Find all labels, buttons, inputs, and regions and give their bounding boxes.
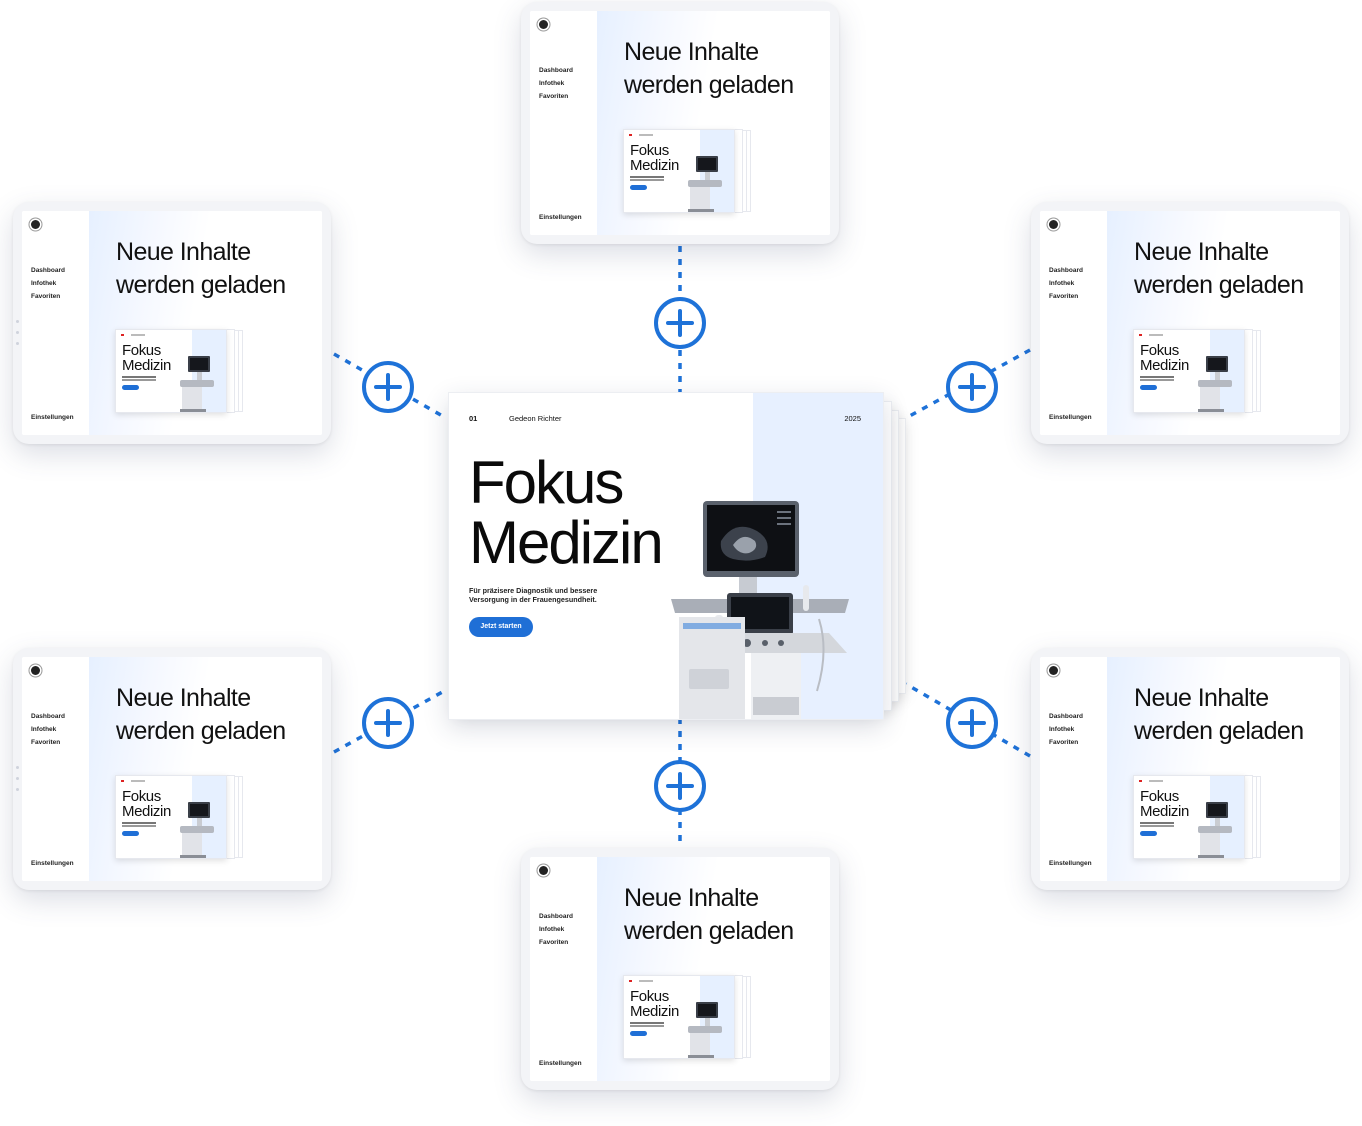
tablet-sidebar: Dashboard Infothek Favoriten Einstellung… — [1040, 657, 1107, 881]
ultrasound-machine-image — [1198, 802, 1232, 858]
ultrasound-machine-image — [688, 1002, 722, 1058]
ultrasound-machine-image — [180, 802, 214, 858]
plus-icon — [374, 373, 402, 401]
nav-item-infothek[interactable]: Infothek — [1049, 726, 1075, 733]
plus-icon — [958, 373, 986, 401]
nav-item-dashboard[interactable]: Dashboard — [31, 267, 65, 274]
ultrasound-machine-image — [688, 156, 722, 212]
tablet-upper-left[interactable]: Dashboard Infothek Favoriten Einstellung… — [13, 202, 331, 444]
logo-icon — [539, 20, 548, 29]
start-button[interactable]: Jetzt starten — [469, 617, 533, 637]
tablet-lower-left[interactable]: Dashboard Infothek Favoriten Einstellung… — [13, 648, 331, 890]
nav-item-favoriten[interactable]: Favoriten — [539, 93, 569, 100]
logo-icon — [539, 866, 548, 875]
nav-item-infothek[interactable]: Infothek — [31, 280, 57, 287]
add-node-lower-right[interactable] — [946, 697, 998, 749]
ultrasound-machine-image — [1198, 356, 1232, 412]
year-label: 2025 — [844, 414, 861, 423]
author-name: Gedeon Richter — [509, 414, 562, 423]
nav-item-settings[interactable]: Einstellungen — [539, 214, 582, 221]
thumbnail-button — [122, 385, 139, 390]
add-node-lower-left[interactable] — [362, 697, 414, 749]
nav-item-favoriten[interactable]: Favoriten — [31, 293, 61, 300]
logo-icon — [1049, 666, 1058, 675]
thumbnail-button — [1140, 385, 1157, 390]
thumbnail-button — [1140, 831, 1157, 836]
ultrasound-machine-image — [671, 501, 849, 719]
nav-item-favoriten[interactable]: Favoriten — [1049, 293, 1079, 300]
page-number: 01 — [469, 414, 478, 423]
nav-item-settings[interactable]: Einstellungen — [1049, 414, 1092, 421]
thumbnail-button — [122, 831, 139, 836]
tablet-sidebar: Dashboard Infothek Favoriten Einstellung… — [22, 211, 89, 435]
nav-item-dashboard[interactable]: Dashboard — [539, 913, 573, 920]
add-node-upper-left[interactable] — [362, 361, 414, 413]
tablet-top[interactable]: Dashboard Infothek Favoriten Einstellung… — [521, 2, 839, 244]
tablet-upper-right[interactable]: Dashboard Infothek Favoriten Einstellung… — [1031, 202, 1349, 444]
tablet-lower-right[interactable]: Dashboard Infothek Favoriten Einstellung… — [1031, 648, 1349, 890]
thumbnail-button — [630, 1031, 647, 1036]
nav-item-dashboard[interactable]: Dashboard — [1049, 267, 1083, 274]
nav-item-favoriten[interactable]: Favoriten — [1049, 739, 1079, 746]
tablet-sidebar: Dashboard Infothek Favoriten Einstellung… — [530, 857, 597, 1081]
logo-icon — [31, 666, 40, 675]
nav-item-favoriten[interactable]: Favoriten — [539, 939, 569, 946]
tablet-bottom[interactable]: Dashboard Infothek Favoriten Einstellung… — [521, 848, 839, 1090]
tablet-sidebar: Dashboard Infothek Favoriten Einstellung… — [530, 11, 597, 235]
nav-item-infothek[interactable]: Infothek — [31, 726, 57, 733]
tablet-sidebar: Dashboard Infothek Favoriten Einstellung… — [1040, 211, 1107, 435]
logo-icon — [1049, 220, 1058, 229]
nav-item-infothek[interactable]: Infothek — [539, 926, 565, 933]
nav-item-settings[interactable]: Einstellungen — [1049, 860, 1092, 867]
plus-icon — [374, 709, 402, 737]
nav-item-infothek[interactable]: Infothek — [1049, 280, 1075, 287]
add-node-bottom[interactable] — [654, 760, 706, 812]
tablet-sidebar: Dashboard Infothek Favoriten Einstellung… — [22, 657, 89, 881]
nav-item-settings[interactable]: Einstellungen — [539, 1060, 582, 1067]
add-node-upper-right[interactable] — [946, 361, 998, 413]
nav-item-dashboard[interactable]: Dashboard — [539, 67, 573, 74]
add-node-top[interactable] — [654, 297, 706, 349]
logo-icon — [31, 220, 40, 229]
nav-item-infothek[interactable]: Infothek — [539, 80, 565, 87]
plus-icon — [958, 709, 986, 737]
ultrasound-machine-image — [180, 356, 214, 412]
nav-item-dashboard[interactable]: Dashboard — [31, 713, 65, 720]
plus-icon — [666, 309, 694, 337]
plus-icon — [666, 772, 694, 800]
nav-item-settings[interactable]: Einstellungen — [31, 860, 74, 867]
nav-item-settings[interactable]: Einstellungen — [31, 414, 74, 421]
thumbnail-button — [630, 185, 647, 190]
nav-item-favoriten[interactable]: Favoriten — [31, 739, 61, 746]
nav-item-dashboard[interactable]: Dashboard — [1049, 713, 1083, 720]
